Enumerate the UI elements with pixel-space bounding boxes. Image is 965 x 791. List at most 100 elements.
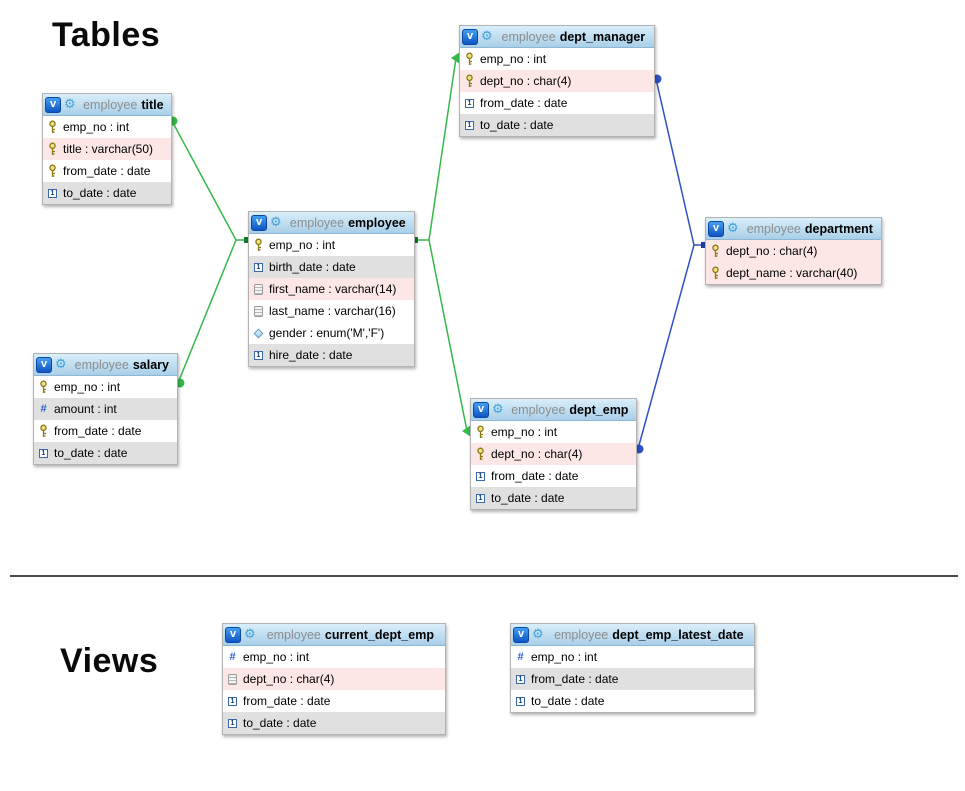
column-row[interactable]: title : varchar(50) [43,138,171,160]
relationship-line-title-employee[interactable] [171,120,248,241]
relationship-line-salary-employee[interactable] [177,239,237,384]
column-text: first_name : varchar(14) [269,282,397,296]
relationship-line-dept-manager-department[interactable] [655,78,705,246]
column-row[interactable]: # emp_no : int [511,646,754,668]
column-row[interactable]: dept_no : char(4) [223,668,445,690]
view-badge-letter: v [49,98,57,110]
view-badge-icon: v [708,220,724,237]
date-icon-digit: 1 [467,99,472,107]
column-row[interactable]: dept_no : char(4) [706,240,881,262]
schema-name: employee [74,357,129,372]
column-row[interactable]: dept_name : varchar(40) [706,262,881,284]
text-icon [227,673,238,685]
view-badge-letter: v [517,628,525,640]
gear-icon: ⚙ [244,627,256,642]
gear-icon: ⚙ [64,97,76,112]
column-row[interactable]: dept_no : char(4) [471,443,636,465]
column-row[interactable]: #amount : int [34,398,177,420]
date-icon-digit: 1 [230,719,235,727]
column-row[interactable]: from_date : date [34,420,177,442]
gear-icon: ⚙ [532,627,544,642]
column-row[interactable]: last_name : varchar(16) [249,300,414,322]
column-row[interactable]: from_date : date [43,160,171,182]
text-icon [253,283,264,295]
column-row[interactable]: gender : enum('M','F') [249,322,414,344]
numeric-icon: # [515,651,526,663]
column-row[interactable]: emp_no : int [460,48,654,70]
date-icon-digit: 1 [256,263,261,271]
column-text: emp_no : int [491,425,558,439]
key-icon [47,142,58,156]
date-icon: 1 [515,674,526,684]
view-badge-icon: v [473,401,489,418]
column-text: from_date : date [480,96,568,110]
key-icon [464,74,475,88]
view-badge-icon: v [251,214,267,231]
column-text: to_date : date [531,694,605,708]
relationship-line-dept-emp-department[interactable] [637,244,695,450]
date-icon-digit: 1 [50,189,55,197]
date-icon: 1 [253,262,264,272]
column-row[interactable]: dept_no : char(4) [460,70,654,92]
column-row[interactable]: emp_no : int [34,376,177,398]
column-row[interactable]: emp_no : int [249,234,414,256]
column-text: emp_no : int [480,52,547,66]
table-name: employee [348,215,406,230]
relationship-line-employee-dept-manager[interactable] [415,57,459,241]
column-row[interactable]: first_name : varchar(14) [249,278,414,300]
table-name: department [804,221,873,236]
view-badge-letter: v [477,403,485,415]
column-text: dept_no : char(4) [726,244,818,258]
view-badge-icon: v [225,626,241,643]
column-text: emp_no : int [54,380,121,394]
column-text: gender : enum('M','F') [269,326,385,340]
numeric-icon: # [227,651,238,663]
column-text: dept_no : char(4) [480,74,572,88]
column-text: to_date : date [491,491,565,505]
date-icon-digit: 1 [41,449,46,457]
key-icon [47,164,58,178]
view-badge-letter: v [40,358,48,370]
relationship-line-employee-dept-emp[interactable] [428,239,470,432]
views-heading: Views [60,642,159,680]
column-row[interactable]: #emp_no : int [223,646,445,668]
column-row[interactable]: emp_no : int [471,421,636,443]
key-icon [38,424,49,438]
view-badge-letter: v [466,30,474,42]
column-text: emp_no : int [531,650,598,664]
date-icon: 1 [475,493,486,503]
schema-name: employee [501,29,556,44]
column-row[interactable]: 1 from_date : date [460,92,654,114]
column-row[interactable]: emp_no : int [43,116,171,138]
column-row[interactable]: 1 to_date : date [471,487,636,509]
key-icon [710,266,721,280]
